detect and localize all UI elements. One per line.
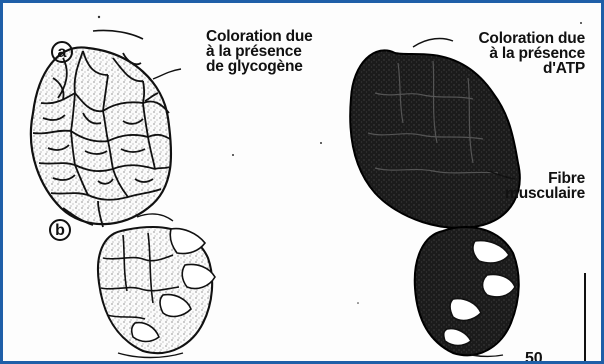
atp-label-line-3: d'ATP <box>478 61 585 76</box>
fibre-label-line-1: Fibre <box>505 171 585 186</box>
atp-label-line-1: Coloration due <box>478 31 585 46</box>
glycogen-label-line-2: à la présence <box>206 44 313 59</box>
atp-label: Coloration due à la présence d'ATP <box>478 31 585 76</box>
panel-b-marker: b <box>49 219 71 241</box>
panel-b-atp-section <box>415 227 585 361</box>
glycogen-label-line-3: de glycogène <box>206 59 313 74</box>
panel-a-marker: a <box>51 41 73 63</box>
glycogen-label-line-1: Coloration due <box>206 29 313 44</box>
glycogen-label: Coloration due à la présence de glycogèn… <box>206 29 313 74</box>
panel-b-glycogen-section <box>98 214 215 357</box>
fibre-label-line-2: musculaire <box>505 186 585 201</box>
atp-label-line-2: à la présence <box>478 46 585 61</box>
fibre-label: Fibre musculaire <box>505 171 585 201</box>
bottom-partial-label: 50 <box>525 351 542 364</box>
